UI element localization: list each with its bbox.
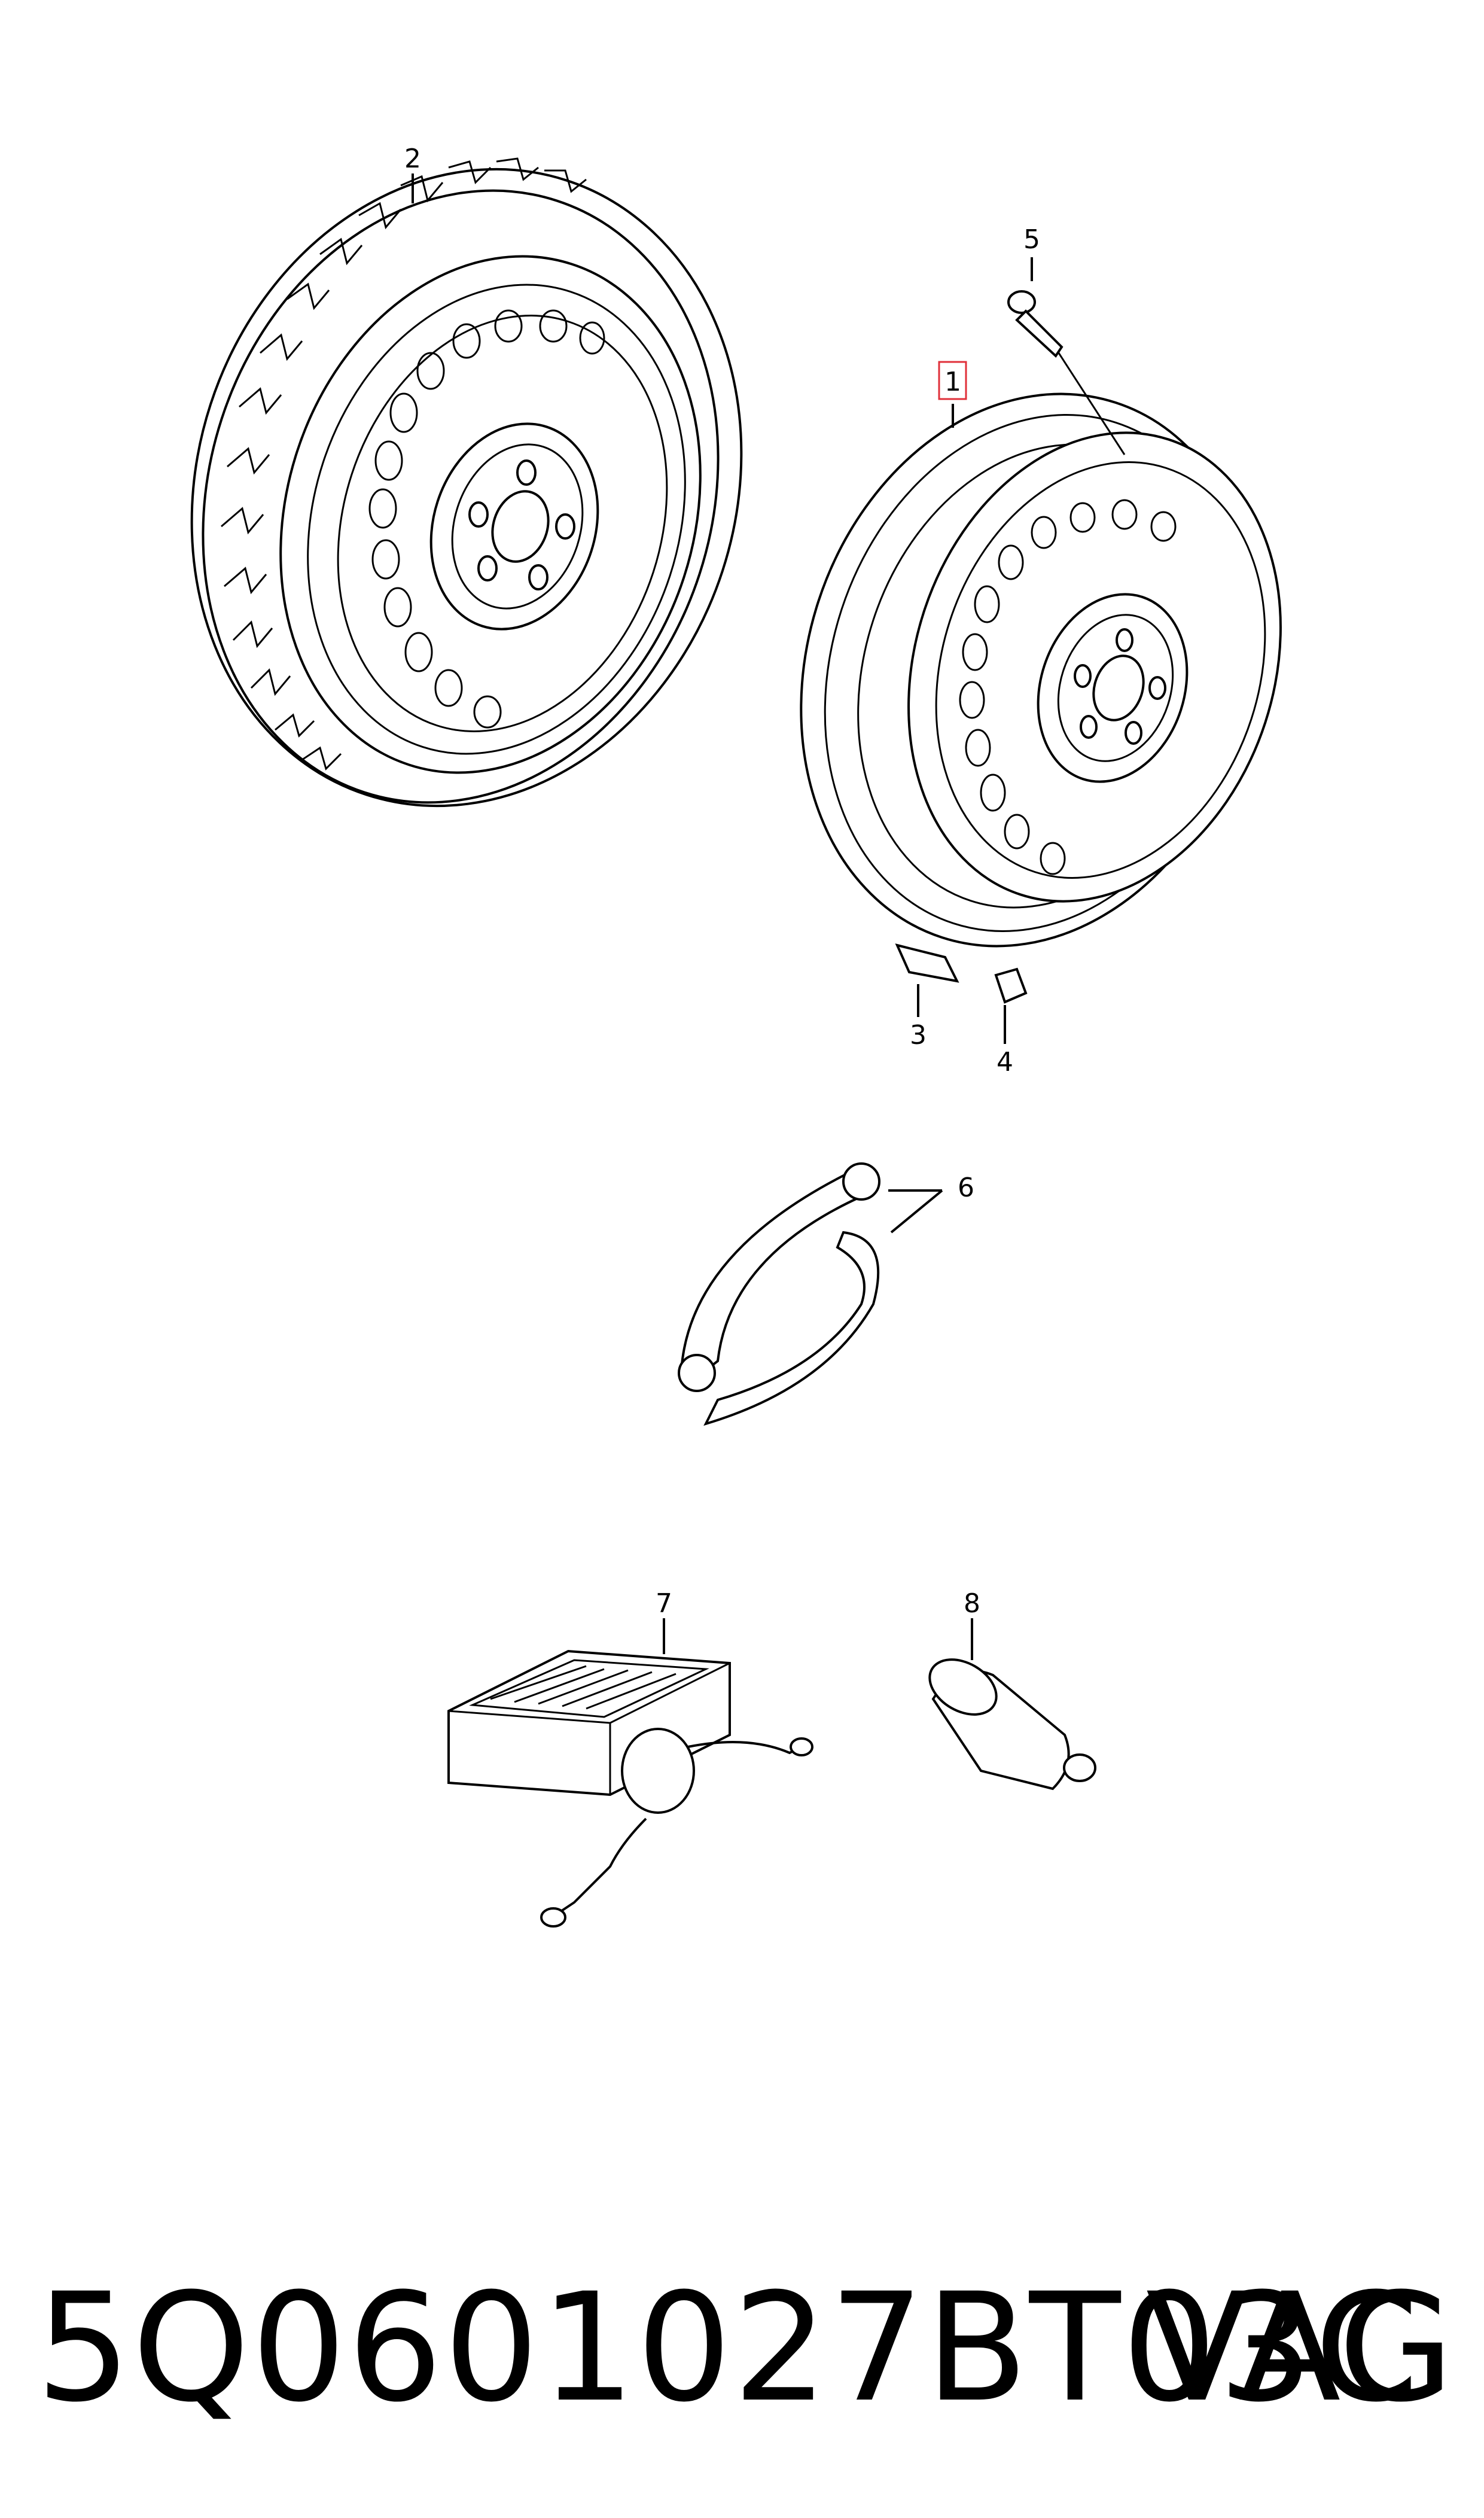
- footer: 5Q0601027BT03C VAG: [0, 2249, 1484, 2447]
- callout-7: 7: [656, 1588, 672, 1619]
- part-number-label: 5Q0601027BT03C: [36, 2261, 1421, 2435]
- callout-5: 5: [1023, 224, 1040, 255]
- callout-4: 4: [997, 1047, 1013, 1077]
- callout-2: 2: [404, 144, 421, 174]
- callout-1: 1: [944, 367, 961, 397]
- callout-3: 3: [910, 1020, 927, 1051]
- balance-weight-drawing: [895, 943, 959, 1017]
- callout-1-highlight: [938, 361, 967, 400]
- sealant-bottle-drawing: [928, 1618, 1096, 1791]
- compressor-drawing: [447, 1618, 813, 1928]
- clip-drawing: [994, 967, 1028, 1044]
- retaining-ring-drawing: [678, 1162, 943, 1426]
- complete-wheel-tire-drawing: [190, 157, 743, 808]
- callout-6: 6: [958, 1173, 974, 1203]
- callout-8: 8: [964, 1588, 980, 1619]
- steel-rim-drawing: [800, 392, 1282, 948]
- tire-valve-drawing: [1007, 257, 1126, 455]
- parts-diagram: 2: [190, 144, 1282, 1928]
- brand-label: VAG: [1145, 2261, 1454, 2435]
